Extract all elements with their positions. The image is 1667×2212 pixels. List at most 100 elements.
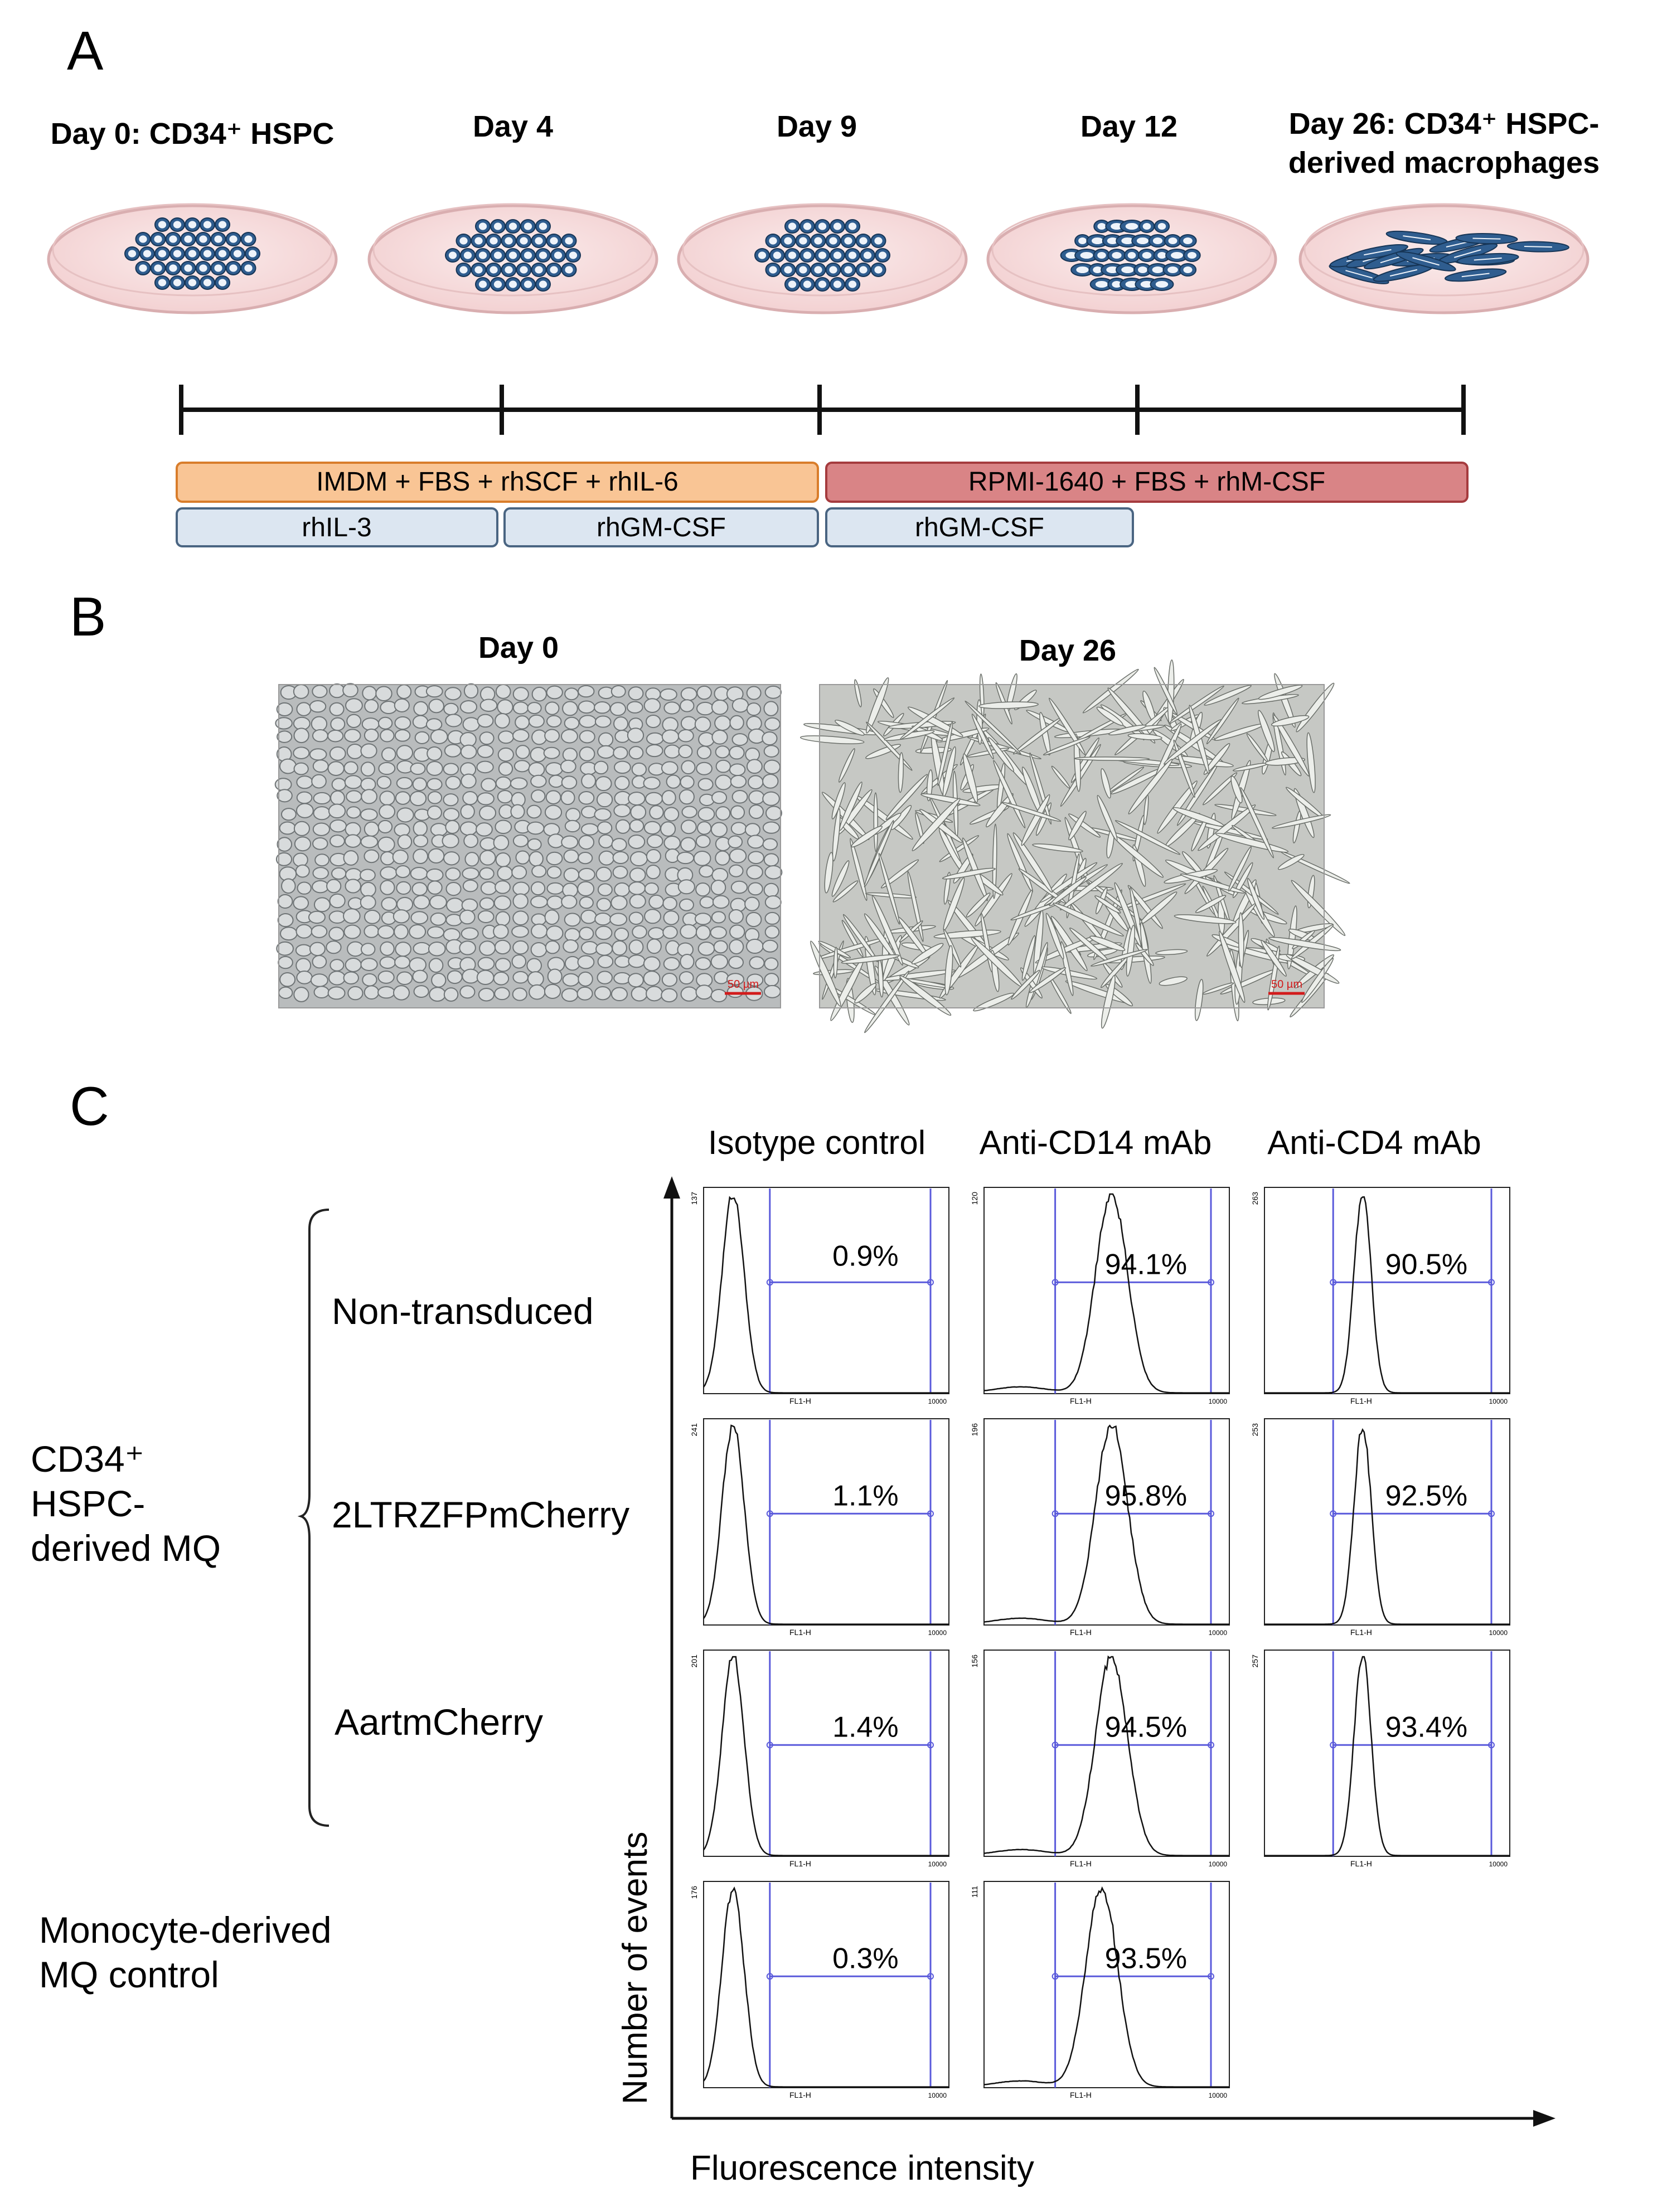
- gate-handle: [927, 1510, 934, 1517]
- micrograph-cell: [711, 791, 728, 804]
- cell-nucleus: [203, 221, 212, 229]
- cell-nucleus: [1121, 237, 1134, 245]
- micrograph-cell: [392, 849, 409, 865]
- micrograph-cell: [832, 880, 859, 903]
- histogram-x-label: FL1-H: [1070, 2090, 1092, 2099]
- row-label-2ltrzfp: 2LTRZFPmCherry: [332, 1494, 629, 1535]
- cell-nucleus: [848, 251, 857, 259]
- micrograph-cell: [345, 822, 361, 837]
- micrograph-cell: [649, 805, 664, 819]
- cell-nucleus: [769, 237, 777, 245]
- row-label-aart: AartmCherry: [335, 1701, 543, 1743]
- micrograph-cell: [677, 729, 694, 743]
- cell-nucleus: [244, 235, 253, 243]
- micrograph-cell: [279, 758, 297, 774]
- micrograph-cell: [1114, 820, 1181, 855]
- micrograph-cell: [579, 896, 594, 909]
- cell-nucleus: [158, 250, 167, 258]
- cell-highlight: [1412, 257, 1440, 266]
- cell-nucleus: [848, 222, 857, 230]
- micrograph-cell: [749, 956, 765, 969]
- micrograph-cell: [313, 897, 331, 913]
- micrograph-cell: [563, 939, 579, 953]
- cell-nucleus: [1136, 237, 1149, 245]
- micrograph-cell: [1068, 811, 1087, 841]
- histogram-frame: [983, 1881, 1230, 2088]
- dish-day0: [47, 203, 338, 314]
- gmcsf-bar-2: [825, 507, 1134, 547]
- micrograph-cell: [497, 699, 513, 715]
- micrograph-cell: [531, 865, 547, 878]
- micrograph-cell: [579, 746, 595, 761]
- micrograph-cell: [899, 977, 952, 988]
- gate-handle: [766, 1742, 773, 1749]
- histogram-ymax: 263: [1251, 1192, 1259, 1205]
- micrograph-cell: [646, 714, 661, 729]
- micrograph-cell: [648, 927, 665, 940]
- micrograph-cell: [1059, 862, 1123, 911]
- micrograph-cell: [1049, 876, 1087, 906]
- micrograph-cell: [312, 729, 328, 743]
- micrograph-cell: [526, 821, 545, 835]
- micrograph-cell: [661, 761, 679, 775]
- micrograph-cell: [1202, 982, 1234, 995]
- micrograph-cell: [763, 701, 779, 716]
- micrograph-cell: [838, 748, 855, 783]
- cell-nucleus: [169, 235, 177, 243]
- micrograph-cell: [343, 761, 358, 775]
- micrograph-cell: [327, 729, 344, 743]
- histogram-x-label: FL1-H: [789, 1859, 811, 1868]
- cell-nucleus: [490, 266, 498, 274]
- micrograph-cell: [461, 927, 479, 940]
- micrograph-cell: [560, 790, 575, 806]
- micrograph-cell: [364, 909, 381, 924]
- micrograph-cell: [512, 910, 529, 926]
- micrograph-cell: [696, 685, 712, 700]
- micrograph-cell: [377, 925, 395, 939]
- micrograph-cell: [528, 714, 545, 728]
- micrograph-cell: [413, 942, 431, 955]
- cell-nucleus: [524, 222, 532, 230]
- micrograph-cell: [615, 819, 631, 834]
- micrograph-cell: [311, 774, 327, 789]
- micrograph-cell: [380, 941, 395, 956]
- micrograph-cell: [728, 835, 743, 848]
- micrograph-cell: [328, 926, 345, 941]
- micrograph-cell: [663, 910, 680, 925]
- cell-nucleus: [535, 266, 543, 274]
- micrograph-cell: [444, 744, 462, 758]
- cell-nucleus: [814, 237, 822, 245]
- micrograph-cell: [331, 867, 347, 880]
- micrograph-cell: [395, 942, 411, 957]
- micrograph-cell: [445, 714, 463, 727]
- micrograph-cell: [1101, 975, 1116, 1029]
- micrograph-cell: [425, 685, 443, 698]
- micrograph-cell: [612, 851, 629, 865]
- cell-nucleus: [550, 266, 558, 274]
- micrograph-cell: [396, 896, 414, 912]
- micrograph-cell: [429, 895, 447, 910]
- gmcsf-label-1: rhGM-CSF: [597, 513, 726, 542]
- micrograph-cell: [1101, 768, 1111, 799]
- micrograph-cell: [394, 955, 411, 969]
- micrograph-cell: [1159, 976, 1188, 986]
- group-brace: [297, 1209, 329, 1827]
- micrograph-cell: [643, 971, 661, 986]
- micrograph-cell: [746, 716, 762, 731]
- micrograph-cell: [1127, 885, 1163, 929]
- micrograph-cell: [498, 761, 513, 776]
- histogram-percent: 93.4%: [1385, 1711, 1467, 1743]
- micrograph-cell: [412, 715, 429, 729]
- micrograph-cell: [396, 777, 413, 789]
- il3-label: rhIL-3: [302, 513, 371, 542]
- micrograph-cell: [631, 986, 648, 1002]
- micrograph-cell: [610, 685, 626, 698]
- histogram-x-max: 10000: [1209, 1398, 1228, 1405]
- micrograph-cell: [594, 715, 612, 728]
- cell-nucleus: [184, 235, 192, 243]
- micrograph-cell: [328, 803, 346, 819]
- cell-nucleus: [874, 237, 883, 245]
- micrograph-cell: [628, 973, 644, 988]
- micrograph-cell: [427, 778, 443, 791]
- micrograph-cell: [714, 715, 731, 731]
